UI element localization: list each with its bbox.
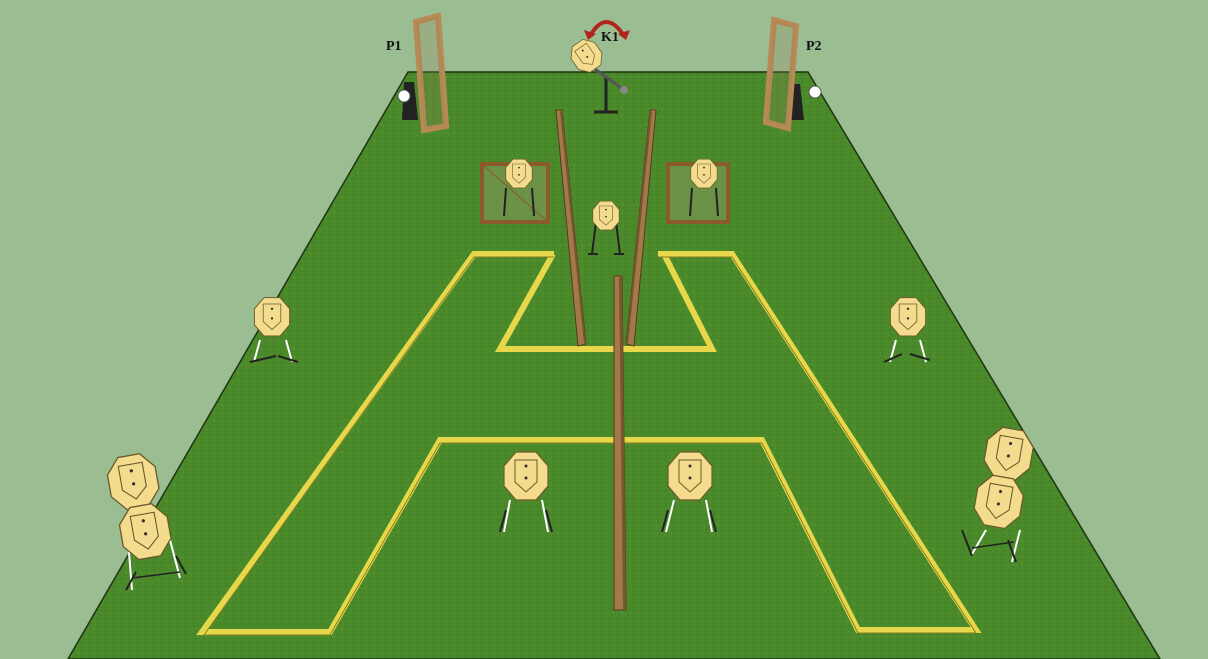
white-dot-icon: [809, 86, 821, 98]
window-frame-left: [482, 159, 548, 222]
window-frame-right: [668, 159, 728, 222]
white-dot-icon: [398, 90, 410, 102]
label-k1: K1: [601, 30, 619, 45]
label-p1: P1: [386, 39, 402, 54]
label-p2: P2: [806, 39, 822, 54]
